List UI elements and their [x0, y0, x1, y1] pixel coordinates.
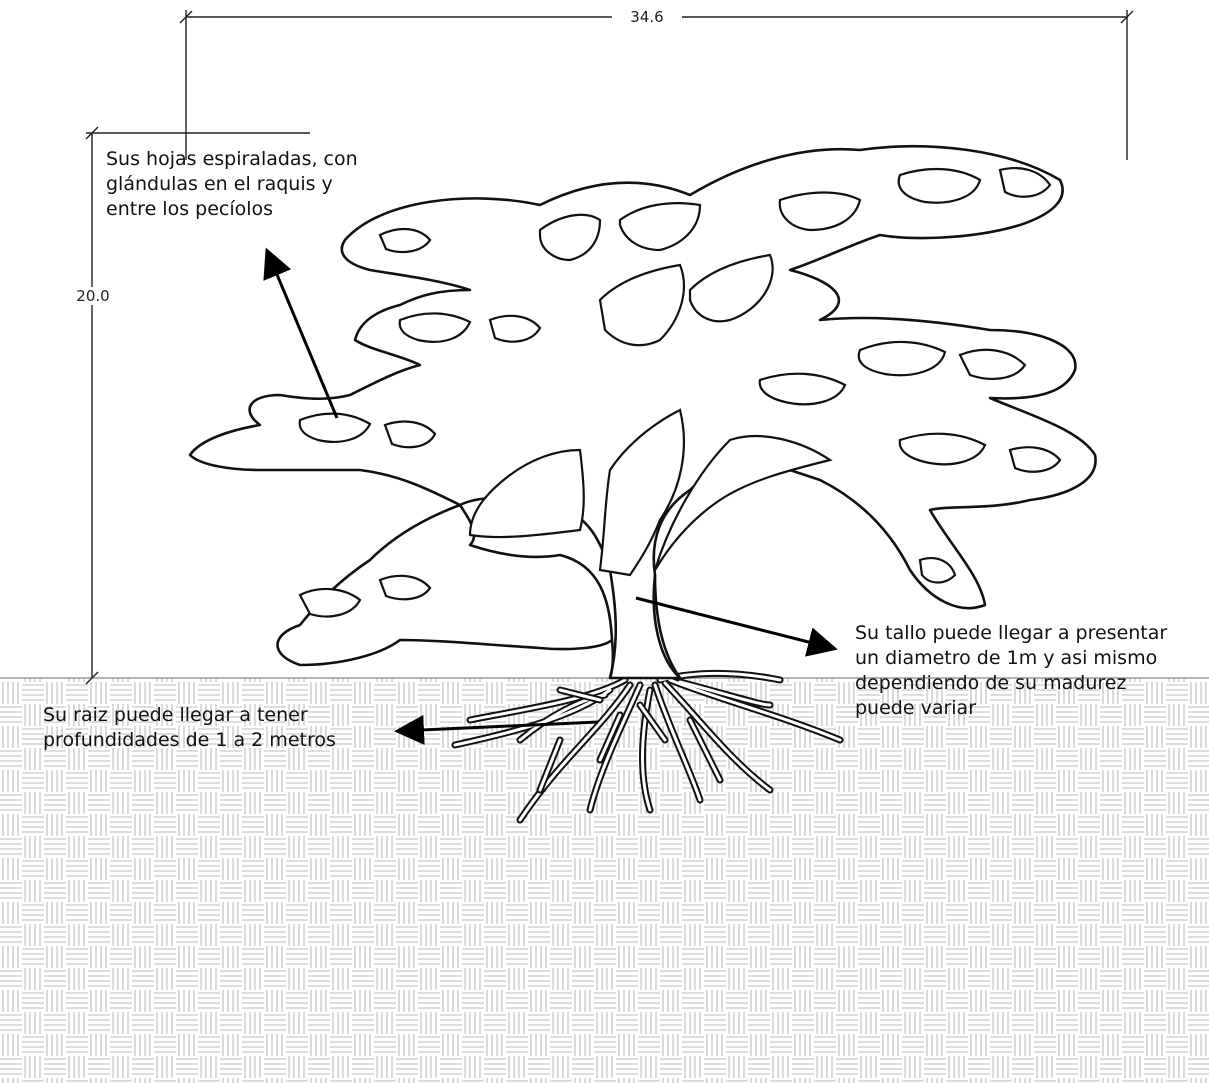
trunk-annotation-line-4: puede variar — [855, 696, 1167, 721]
trunk-annotation-line-1: Su tallo puede llegar a presentar — [855, 621, 1167, 646]
leaves-annotation-line-3: entre los pecíolos — [106, 197, 358, 222]
trunk-annotation: Su tallo puede llegar a presentar un dia… — [855, 621, 1167, 721]
leaves-annotation-line-2: glándulas en el raquis y — [106, 172, 358, 197]
roots-annotation: Su raiz puede llegar a tener profundidad… — [43, 703, 336, 753]
trunk-arrow — [636, 598, 832, 648]
roots-annotation-line-1: Su raiz puede llegar a tener — [43, 703, 336, 728]
trunk-annotation-line-3: dependiendo de su madurez — [855, 671, 1167, 696]
leaves-annotation: Sus hojas espiraladas, con glándulas en … — [106, 147, 358, 222]
roots-annotation-line-2: profundidades de 1 a 2 metros — [43, 728, 336, 753]
height-dimension-label: 20.0 — [76, 287, 109, 305]
leaves-annotation-line-1: Sus hojas espiraladas, con — [106, 147, 358, 172]
leaves-arrow — [268, 253, 337, 418]
width-dimension — [180, 10, 1133, 160]
trunk-annotation-line-2: un diametro de 1m y asi mismo — [855, 646, 1167, 671]
width-dimension-label: 34.6 — [630, 8, 663, 26]
